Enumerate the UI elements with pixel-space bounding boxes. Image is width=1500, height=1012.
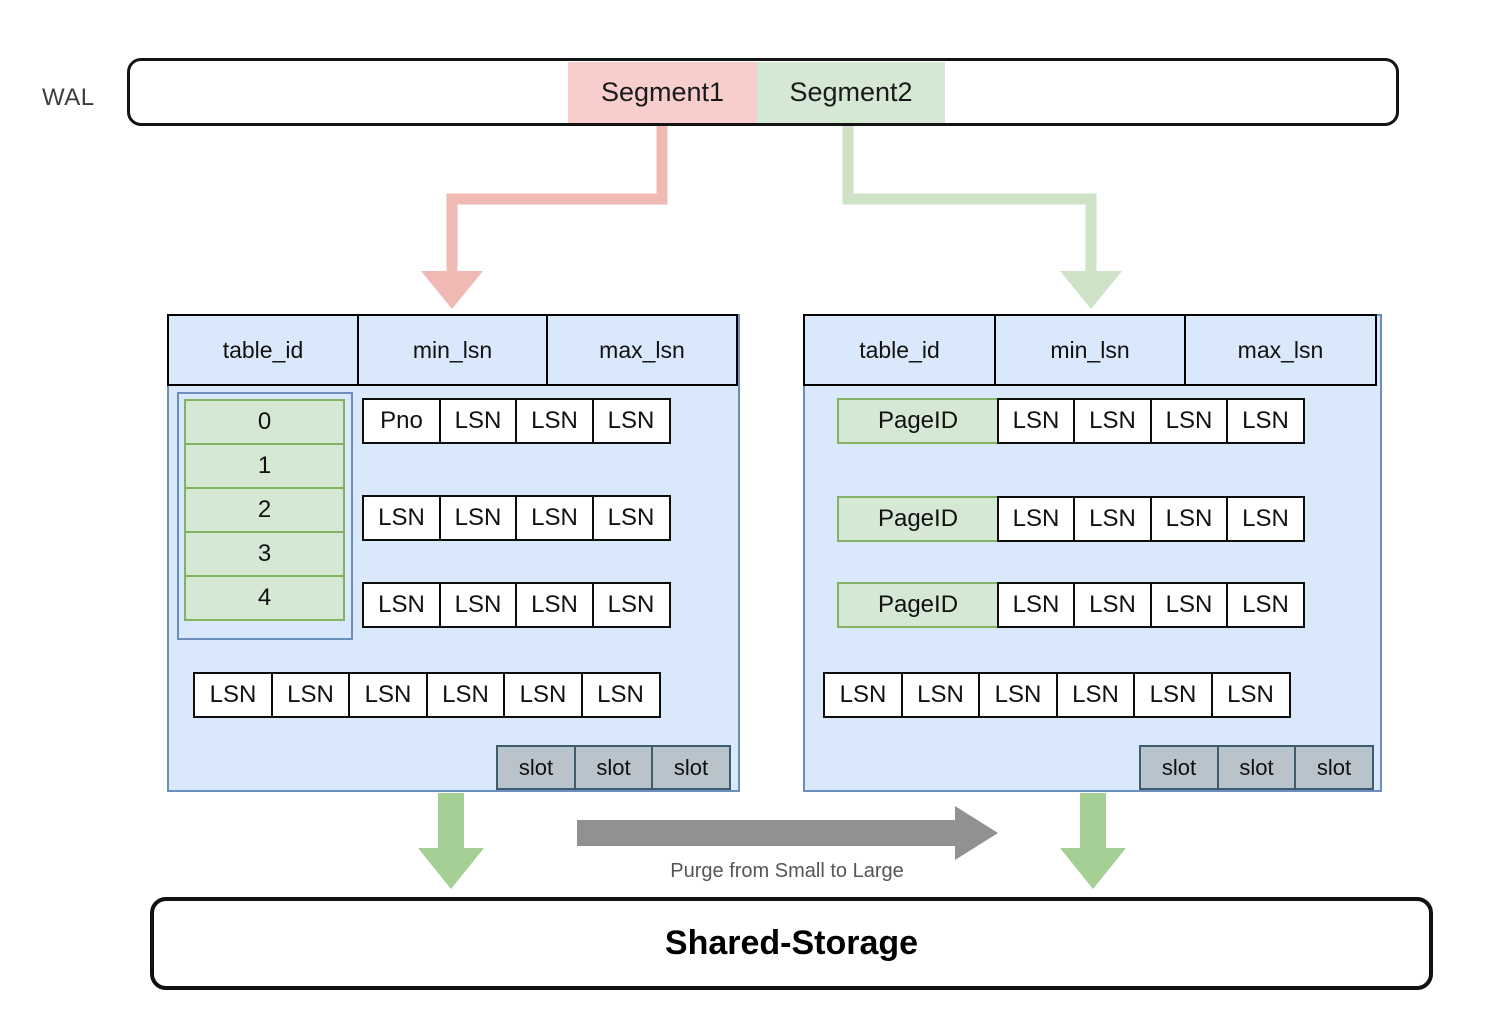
- lsn-cell: LSN: [438, 398, 518, 444]
- right-header-max-lsn: max_lsn: [1184, 314, 1377, 386]
- left-slot-row: slot slot slot: [496, 745, 731, 790]
- right-bottom-lsn-row: LSN LSN LSN LSN LSN LSN: [823, 672, 1291, 718]
- lsn-cell: LSN: [515, 582, 594, 628]
- pageid-cell: PageID: [837, 582, 999, 628]
- lsn-cell: LSN: [580, 672, 661, 718]
- index-cell-3: 3: [184, 531, 345, 577]
- lsn-cell: LSN: [515, 495, 594, 541]
- left-lsn-row-1: Pno LSN LSN LSN: [362, 398, 671, 444]
- right-panel-header: table_id min_lsn max_lsn: [803, 314, 1377, 386]
- lsn-cell: LSN: [978, 672, 1058, 718]
- lsn-cell: LSN: [900, 672, 981, 718]
- lsn-cell: LSN: [1149, 496, 1229, 542]
- slot-cell: slot: [1294, 745, 1374, 790]
- segment1-arrow: [446, 126, 668, 274]
- left-header-min-lsn: min_lsn: [356, 314, 549, 386]
- left-header-table-id: table_id: [167, 314, 359, 386]
- right-header-table-id: table_id: [803, 314, 996, 386]
- segment2-arrowhead-icon: [1060, 271, 1122, 309]
- lsn-cell: LSN: [1149, 582, 1229, 628]
- lsn-cell: LSN: [996, 582, 1076, 628]
- lsn-cell: LSN: [591, 398, 671, 444]
- lsn-cell: LSN: [362, 582, 441, 628]
- lsn-cell: LSN: [362, 495, 441, 541]
- lsn-cell: LSN: [1133, 672, 1213, 718]
- slot-cell: slot: [1139, 745, 1219, 790]
- wal-segment-1: Segment1: [568, 61, 757, 123]
- left-bottom-lsn-row: LSN LSN LSN LSN LSN LSN: [193, 672, 661, 718]
- left-panel-header: table_id min_lsn max_lsn: [167, 314, 738, 386]
- left-lsn-row-3: LSN LSN LSN LSN: [362, 582, 671, 628]
- right-slot-row: slot slot slot: [1139, 745, 1374, 790]
- lsn-cell: LSN: [591, 582, 671, 628]
- lsn-cell: LSN: [1210, 672, 1291, 718]
- lsn-cell: LSN: [503, 672, 583, 718]
- pageid-cell: PageID: [837, 398, 999, 444]
- right-pageid-row-1: PageID LSN LSN LSN LSN: [837, 398, 1305, 444]
- table-id-index-list: 0 1 2 3 4: [184, 399, 345, 621]
- lsn-cell: LSN: [1055, 672, 1136, 718]
- wal-segment-2: Segment2: [757, 61, 945, 123]
- lsn-cell: LSN: [823, 672, 903, 718]
- lsn-cell: LSN: [438, 495, 518, 541]
- lsn-cell: LSN: [270, 672, 351, 718]
- slot-cell: slot: [573, 745, 654, 790]
- pageid-cell: PageID: [837, 496, 999, 542]
- lsn-cell: LSN: [1226, 398, 1305, 444]
- left-header-max-lsn: max_lsn: [546, 314, 738, 386]
- lsn-cell: LSN: [1149, 398, 1229, 444]
- lsn-cell: LSN: [1226, 582, 1305, 628]
- index-cell-1: 1: [184, 443, 345, 489]
- slot-cell: slot: [651, 745, 731, 790]
- segment1-arrowhead-icon: [421, 271, 483, 309]
- lsn-cell: LSN: [1226, 496, 1305, 542]
- lsn-cell: LSN: [193, 672, 273, 718]
- lsn-cell: LSN: [996, 496, 1076, 542]
- lsn-cell: LSN: [1073, 398, 1152, 444]
- lsn-cell: LSN: [1073, 496, 1152, 542]
- index-cell-0: 0: [184, 399, 345, 445]
- index-cell-4: 4: [184, 575, 345, 621]
- lsn-cell: LSN: [515, 398, 594, 444]
- index-cell-2: 2: [184, 487, 345, 533]
- lsn-cell: LSN: [591, 495, 671, 541]
- right-panel-down-arrow-icon: [1060, 793, 1126, 889]
- slot-cell: slot: [1216, 745, 1297, 790]
- wal-label: WAL: [42, 84, 95, 111]
- right-pageid-row-2: PageID LSN LSN LSN LSN: [837, 496, 1305, 542]
- shared-storage-box: Shared-Storage: [150, 897, 1433, 990]
- slot-cell: slot: [496, 745, 576, 790]
- segment2-arrow: [842, 126, 1097, 274]
- purge-arrow-icon: [577, 806, 998, 860]
- lsn-cell: LSN: [348, 672, 428, 718]
- left-lsn-row-2: LSN LSN LSN LSN: [362, 495, 671, 541]
- right-pageid-row-3: PageID LSN LSN LSN LSN: [837, 582, 1305, 628]
- purge-arrow-label: Purge from Small to Large: [670, 860, 904, 882]
- right-header-min-lsn: min_lsn: [993, 314, 1187, 386]
- lsn-cell: LSN: [996, 398, 1076, 444]
- lsn-cell: LSN: [438, 582, 518, 628]
- lsn-cell: LSN: [1073, 582, 1152, 628]
- left-panel-down-arrow-icon: [418, 793, 484, 889]
- lsn-cell: LSN: [425, 672, 506, 718]
- pno-cell: Pno: [362, 398, 441, 444]
